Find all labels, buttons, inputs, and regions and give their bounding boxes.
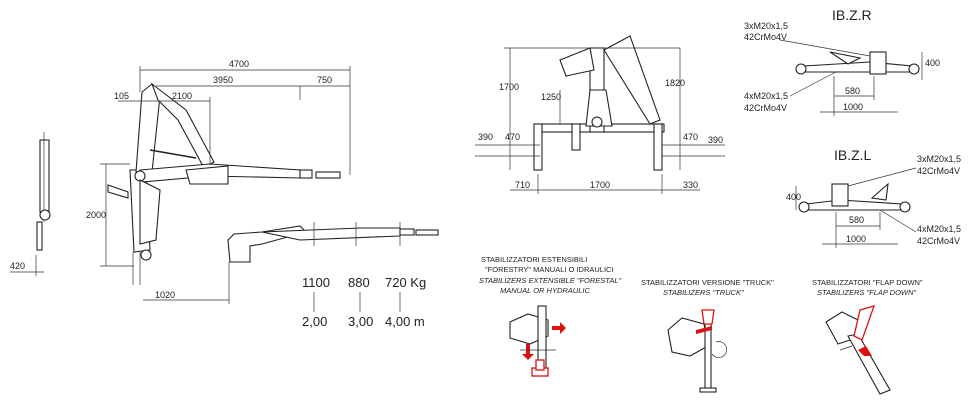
truck-caption-2: STABILIZERS "TRUCK": [663, 288, 744, 297]
ibzr-dim-1000: 1000: [843, 102, 863, 112]
extended-boom-view: [227, 222, 439, 263]
ibzl-dim-1000: 1000: [846, 234, 866, 244]
ibzl-mat-top: 42CrMo4V: [917, 166, 960, 176]
ibzl-bolt-top: 3xM20x1,5: [917, 154, 961, 164]
ibzl-bolt-bottom: 4xM20x1,5: [917, 224, 961, 234]
dim-1700-width: 1700: [590, 180, 610, 190]
column-end-view: [10, 132, 51, 276]
ibzr-mat-top: 42CrMo4V: [744, 32, 787, 42]
ibzl-dim-580: 580: [849, 215, 864, 225]
flapdown-caption-2: STABILIZERS "FLAP DOWN": [817, 288, 916, 297]
forestry-caption-4: MANUAL OR HYDRAULIC: [500, 286, 590, 295]
ibzr-bolt-bottom: 4xM20x1,5: [744, 91, 788, 101]
side-view-dimensions: [100, 66, 351, 304]
ibzr-mounting-plate: [779, 39, 923, 116]
dim-1820: 1820: [665, 78, 685, 88]
ibzl-title: IB.Z.L: [834, 147, 872, 163]
dim-2100: 2100: [172, 91, 192, 101]
forestry-caption-2: "FORESTRY" MANUALI O IDRAULICI: [485, 265, 614, 274]
dim-4700: 4700: [229, 59, 249, 69]
ibzl-mat-bottom: 42CrMo4V: [917, 236, 960, 246]
load-weight-3: 720 Kg: [385, 275, 426, 290]
load-weight-2: 880: [348, 275, 370, 290]
ibzr-mat-bottom: 42CrMo4V: [744, 103, 787, 113]
dim-390-right: 390: [708, 135, 723, 145]
ibzl-dim-400: 400: [786, 192, 801, 202]
dim-2000: 2000: [86, 210, 106, 220]
truck-stabilizer-illustration: [667, 309, 727, 393]
truck-caption-1: STABILIZZATORI VERSIONE "TRUCK": [641, 278, 774, 287]
load-reach-1: 2,00: [302, 314, 327, 329]
dim-3950: 3950: [213, 75, 233, 85]
dim-750: 750: [317, 75, 332, 85]
load-reach-2: 3,00: [348, 314, 373, 329]
ibzr-bolt-top: 3xM20x1,5: [744, 21, 788, 31]
ibzr-dim-400: 400: [925, 58, 940, 68]
load-weight-1: 1100: [302, 275, 330, 290]
forestry-caption-1: STABILIZZATORI ESTENSIBILI: [481, 255, 587, 264]
flapdown-caption-1: STABILIZZATORI "FLAP DOWN": [812, 278, 923, 287]
ibzr-dim-580: 580: [845, 86, 860, 96]
dim-1020: 1020: [155, 290, 175, 300]
ibzr-title: IB.Z.R: [832, 7, 872, 23]
dim-420: 420: [10, 261, 25, 271]
dim-105: 105: [114, 91, 129, 101]
flapdown-stabilizer-illustration: [825, 305, 891, 395]
forestry-caption-3: STABILIZERS EXTENSIBLE "FORESTAL": [479, 276, 622, 285]
dim-470-right: 470: [683, 132, 698, 142]
dim-1250: 1250: [541, 92, 561, 102]
dim-1700-height: 1700: [499, 82, 519, 92]
dim-390-left: 390: [478, 132, 493, 142]
load-reach-3: 4,00 m: [385, 314, 425, 329]
dim-330: 330: [683, 180, 698, 190]
forestry-stabilizer-illustration: [509, 305, 566, 377]
ibzl-mounting-plate: [795, 167, 917, 248]
dim-470-left: 470: [505, 132, 520, 142]
dim-710: 710: [515, 180, 530, 190]
crane-side-view: [107, 82, 341, 285]
crane-front-view: [475, 35, 725, 194]
